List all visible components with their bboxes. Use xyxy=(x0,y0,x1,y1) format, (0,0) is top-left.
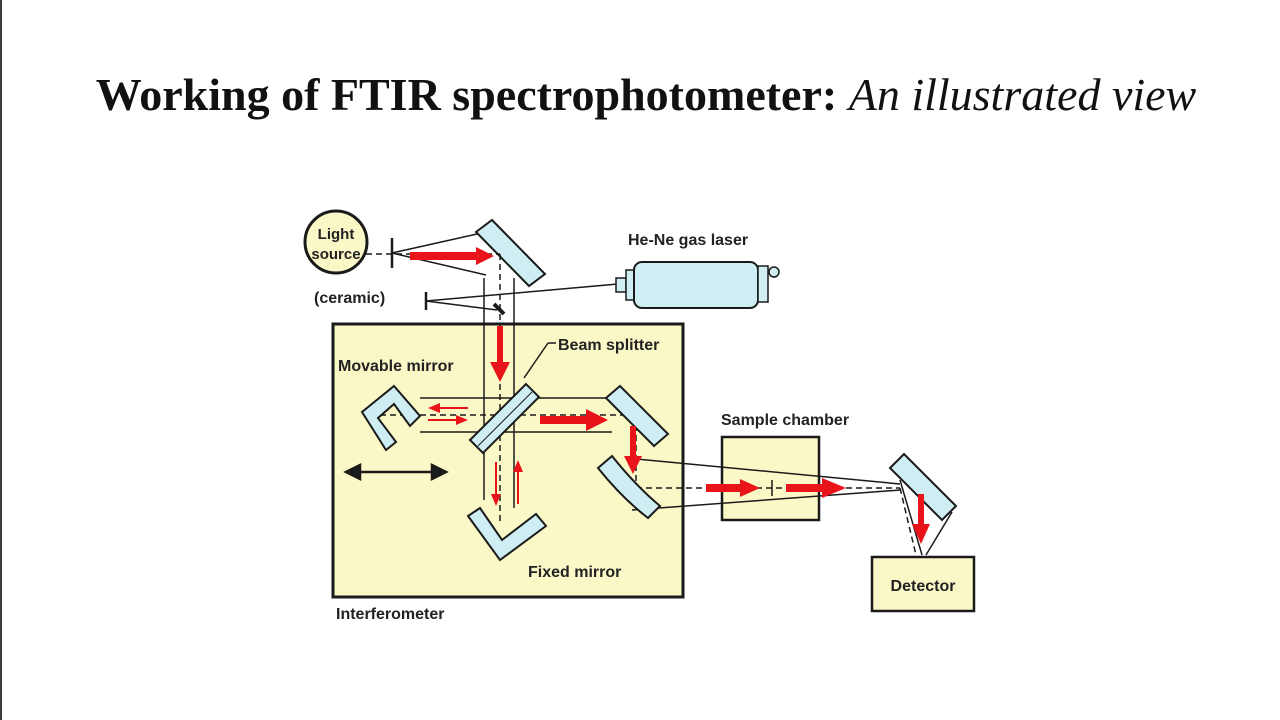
ceramic-label: (ceramic) xyxy=(314,290,385,307)
title-subtitle: An illustrated view xyxy=(848,69,1197,120)
left-edge-rule xyxy=(0,0,2,720)
output-flat-mirror xyxy=(604,384,670,448)
fixed-mirror-label: Fixed mirror xyxy=(528,564,621,581)
source-beam-cone xyxy=(391,231,619,311)
sample-chamber-box xyxy=(720,435,821,522)
red-beam-arrows xyxy=(410,247,930,544)
light-source-label-line1: Light xyxy=(318,226,355,243)
he-ne-laser xyxy=(615,261,780,309)
title-main: Working of FTIR spectrophotometer: xyxy=(95,69,838,120)
detector-mirror xyxy=(888,452,958,522)
fixed-mirror xyxy=(466,506,548,562)
collimating-mirror xyxy=(474,218,547,288)
beam-splitter xyxy=(468,382,541,455)
laser-label: He-Ne gas laser xyxy=(628,232,748,249)
page-title: Working of FTIR spectrophotometer: An il… xyxy=(0,68,1280,121)
interferometer-label: Interferometer xyxy=(336,606,444,623)
sample-chamber-label: Sample chamber xyxy=(721,412,849,429)
light-source-label-line2: source xyxy=(311,246,360,263)
beam-splitter-label: Beam splitter xyxy=(558,337,659,354)
movable-mirror xyxy=(360,384,422,452)
laser-deflection-mirror xyxy=(492,302,506,316)
movement-double-arrow xyxy=(343,462,449,482)
beam-splitter-leader xyxy=(523,342,549,379)
detector-label: Detector xyxy=(891,578,956,595)
light-source-circle xyxy=(303,209,369,275)
detector-box xyxy=(870,555,976,613)
movable-mirror-label: Movable mirror xyxy=(338,358,454,375)
focusing-mirror xyxy=(596,454,662,520)
